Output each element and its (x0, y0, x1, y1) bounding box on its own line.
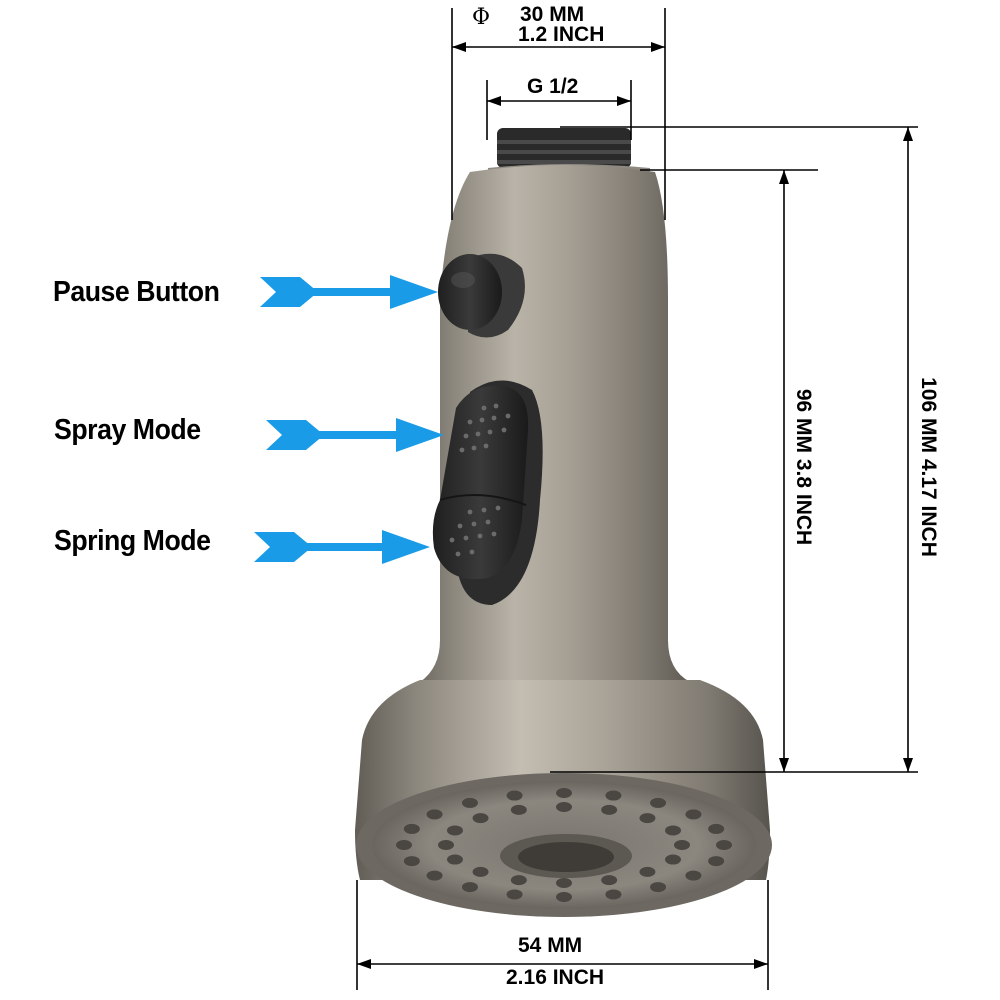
dimension-lines (356, 8, 918, 990)
nozzle (650, 882, 667, 893)
rocker-dot (469, 549, 475, 555)
bottom-width-inch: 2.16 INCH (506, 966, 605, 989)
nozzle (685, 870, 702, 881)
rocker-dot (501, 427, 507, 433)
nozzle (461, 797, 478, 808)
nozzle (650, 797, 667, 808)
rocker-dot (463, 535, 469, 541)
bottom-width-mm: 54 MM (518, 934, 583, 957)
nozzle (426, 870, 443, 881)
nozzle (446, 854, 463, 865)
rocker-dot (491, 415, 497, 421)
rocker-dot (471, 445, 477, 451)
rocker-dot (493, 403, 499, 409)
nozzle (708, 856, 725, 867)
rocker-dot (479, 417, 485, 423)
dimension-arrowheads (357, 42, 913, 969)
rocker-dot (457, 523, 463, 529)
rocker-dot (455, 551, 461, 557)
nozzle (472, 866, 489, 877)
rocker-dot (491, 531, 497, 537)
nozzle (403, 856, 420, 867)
pause-arrow (260, 275, 438, 309)
top-width-inch: 1.2 INCH (518, 23, 605, 46)
rocker-dot (463, 433, 469, 439)
height-96-label: 96 MM 3.8 INCH (792, 388, 815, 546)
nozzle (510, 875, 527, 886)
callout-arrows (254, 275, 444, 564)
rocker-dot (481, 405, 487, 411)
nozzle-array (396, 788, 732, 902)
rocker-dot (471, 521, 477, 527)
rocker-dot (475, 431, 481, 437)
pause-button-label: Pause Button (53, 276, 220, 308)
rocker-dot (505, 413, 511, 419)
rocker-dot (477, 533, 483, 539)
nozzle (438, 840, 454, 850)
rocker-dot (483, 443, 489, 449)
spray-arrow (266, 418, 444, 452)
nozzle (605, 889, 622, 900)
nozzle (506, 889, 523, 900)
nozzle (601, 804, 618, 815)
nozzle (510, 804, 527, 815)
height-106-label: 106 MM 4.17 INCH (917, 377, 940, 557)
nozzle (605, 790, 622, 801)
nozzle (716, 840, 732, 850)
nozzle (403, 823, 420, 834)
thread-size: G 1/2 (527, 75, 579, 98)
rocker-dot (495, 505, 501, 511)
diameter-symbol: Φ (472, 5, 491, 30)
pause-button-shape (438, 253, 525, 338)
nozzle (446, 825, 463, 836)
rocker-dot (487, 429, 493, 435)
nozzle (396, 840, 412, 850)
rocker-dot (459, 447, 465, 453)
nozzle (472, 813, 489, 824)
nozzle (556, 788, 572, 798)
nozzle (665, 854, 682, 865)
nozzle (556, 802, 572, 812)
spring-arrow (254, 530, 430, 564)
rocker-dot (467, 509, 473, 515)
nozzle (506, 790, 523, 801)
nozzle (556, 878, 572, 888)
rocker-dot (481, 507, 487, 513)
nozzle (674, 840, 690, 850)
top-width-mm: 30 MM (520, 3, 585, 26)
nozzle (426, 809, 443, 820)
rocker-dot (467, 419, 473, 425)
nozzle (639, 813, 656, 824)
nozzle (601, 875, 618, 886)
nozzle (665, 825, 682, 836)
spring-mode-label: Spring Mode (54, 525, 211, 557)
rocker-dot (449, 537, 455, 543)
nozzle (685, 809, 702, 820)
nozzle (461, 882, 478, 893)
nozzle (556, 892, 572, 902)
nozzle (639, 866, 656, 877)
mode-rocker-shape (432, 380, 543, 605)
spray-mode-label: Spray Mode (54, 414, 201, 446)
rocker-dots (449, 403, 511, 557)
nozzle (708, 823, 725, 834)
rocker-dot (485, 519, 491, 525)
